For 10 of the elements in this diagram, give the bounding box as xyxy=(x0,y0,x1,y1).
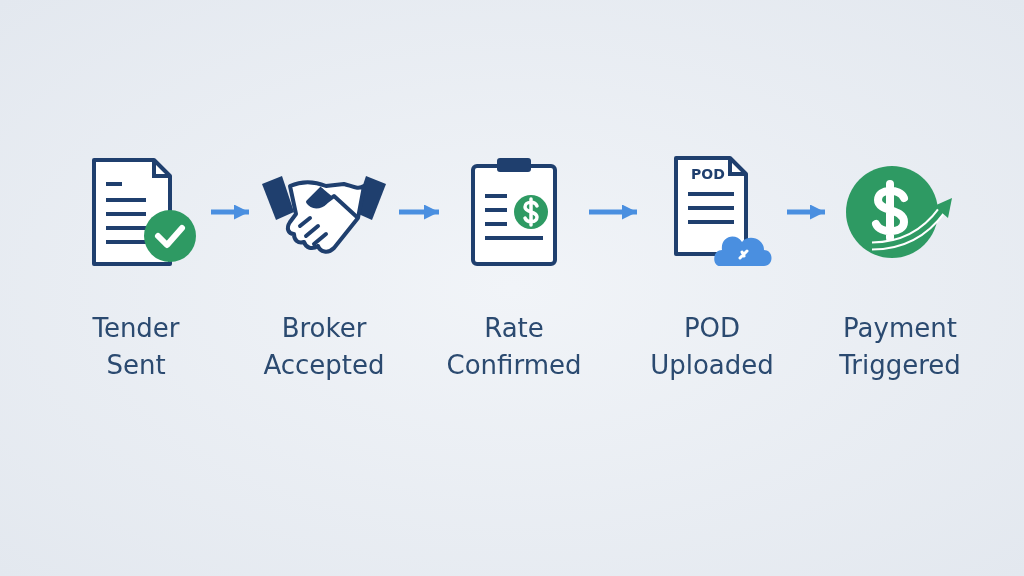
step-label: Payment Triggered xyxy=(838,312,962,382)
step-label: Tender Sent xyxy=(91,312,181,382)
document-title: POD xyxy=(691,166,725,182)
arrow xyxy=(399,204,439,220)
arrow xyxy=(589,204,637,220)
arrow xyxy=(211,204,249,220)
arrow xyxy=(787,204,825,220)
step-label: Broker Accepted xyxy=(262,312,386,382)
step-label: Rate Confirmed xyxy=(445,312,583,382)
step-label: POD Uploaded xyxy=(649,312,775,382)
